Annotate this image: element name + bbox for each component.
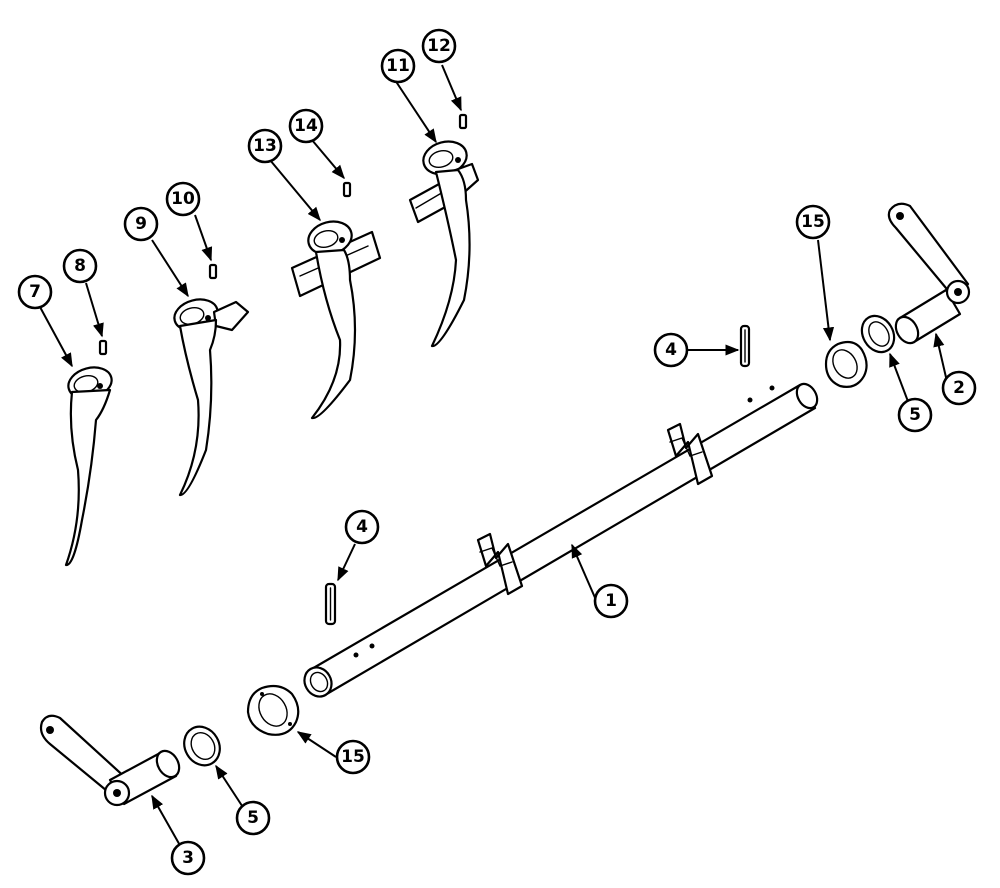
shift-fork-9 — [173, 298, 250, 497]
set-screw-10 — [208, 263, 218, 280]
circlip-upper — [824, 340, 868, 388]
callout-15-upper: 15 — [795, 204, 831, 240]
callout-11: 11 — [380, 48, 416, 84]
callout-label: 11 — [386, 56, 410, 76]
callout-label: 7 — [29, 282, 41, 302]
circlip-lower — [246, 684, 300, 736]
callout-13: 13 — [247, 128, 283, 164]
callout-5-lower: 5 — [235, 800, 271, 836]
callout-3: 3 — [170, 840, 206, 876]
roll-pin-lower — [324, 582, 337, 626]
callout-12: 12 — [421, 28, 457, 64]
callout-4-upper: 4 — [653, 332, 689, 368]
callout-label: 15 — [801, 212, 825, 232]
shift-fork-13 — [290, 220, 382, 420]
callout-label: 8 — [74, 256, 86, 276]
set-screw-14 — [342, 181, 352, 198]
washer-lower — [183, 725, 221, 767]
callout-10: 10 — [165, 181, 201, 217]
callout-9: 9 — [123, 206, 159, 242]
callout-5-upper: 5 — [897, 397, 933, 433]
callout-14: 14 — [288, 108, 324, 144]
callout-label: 5 — [909, 405, 921, 425]
callout-label: 12 — [427, 36, 451, 56]
callout-2: 2 — [941, 370, 977, 406]
set-screw-8 — [98, 339, 108, 356]
callout-label: 10 — [171, 189, 195, 209]
callout-label: 13 — [253, 136, 277, 156]
callout-15-lower: 15 — [335, 739, 371, 775]
callout-label: 2 — [953, 378, 965, 398]
callout-8: 8 — [62, 248, 98, 284]
crank-arm-upper — [887, 202, 971, 345]
callout-label: 4 — [356, 517, 368, 537]
callout-7: 7 — [17, 274, 53, 310]
callout-label: 3 — [182, 848, 194, 868]
roll-pin-upper — [739, 324, 751, 368]
shift-fork-7 — [64, 366, 113, 567]
callout-1: 1 — [593, 583, 629, 619]
callout-label: 9 — [135, 214, 147, 234]
crank-arm-lower — [39, 714, 181, 807]
callout-label: 14 — [294, 116, 318, 136]
callout-label: 15 — [341, 747, 365, 767]
washer-upper — [860, 314, 896, 354]
set-screw-12 — [458, 113, 468, 130]
callout-label: 1 — [605, 591, 617, 611]
callout-label: 4 — [665, 340, 677, 360]
callout-label: 5 — [247, 808, 259, 828]
callout-4-lower: 4 — [344, 509, 380, 545]
shift-shaft — [303, 382, 819, 698]
shift-fork-11 — [408, 140, 480, 348]
